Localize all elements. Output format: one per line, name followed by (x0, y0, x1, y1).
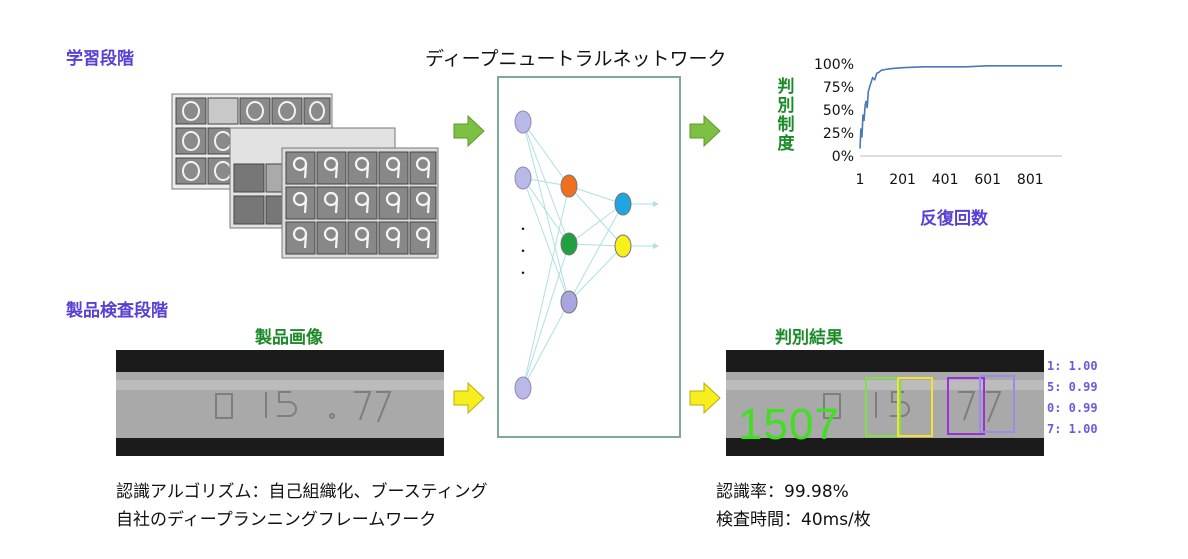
arrow-network-to-chart (688, 114, 722, 148)
algorithm-line: 認識アルゴリズム：自己組織化、ブースティング (116, 482, 488, 502)
product-image-label: 製品画像 (255, 328, 323, 348)
y-tick-label: 25% (823, 126, 854, 142)
performance-summary: 認識率：99.98% 検査時間：40ms/枚 (716, 478, 871, 534)
recognition-rate: 認識率：99.98% (716, 482, 849, 502)
detection-box-0 (947, 377, 985, 435)
learning-phase-label: 学習段階 (66, 49, 134, 69)
score-digit-7: 7: 1.00 (1047, 422, 1098, 436)
x-tick-label: 201 (889, 172, 916, 188)
neural-network-box: ・ ・ ・ (497, 76, 681, 438)
output-node-0 (614, 192, 632, 216)
input-node-0 (514, 110, 532, 134)
detection-box-7 (979, 375, 1015, 433)
inspection-phase-label: 製品検査段階 (66, 301, 168, 321)
network-title: ディープニュートラルネットワーク (425, 48, 727, 70)
input-node-1 (514, 166, 532, 190)
x-tick-label: 1 (856, 172, 865, 188)
accuracy-chart-svg: 100% 75% 50% 25% 0%1 201 401 601 801 (814, 57, 1062, 188)
detected-text: 1507 (738, 400, 840, 449)
network-edges (522, 121, 659, 389)
chart-x-label: 反復回数 (920, 209, 988, 229)
hidden-node-0 (560, 174, 578, 198)
score-list: 1: 1.00 5: 0.99 0: 0.99 7: 1.00 (1047, 356, 1107, 440)
y-tick-label: 75% (823, 80, 854, 96)
sheet-nine-digits (281, 147, 439, 259)
chart-y-label: 判別制度 (777, 77, 795, 154)
y-tick-label: 100% (814, 57, 854, 73)
hidden-node-2 (560, 290, 578, 314)
score-digit-0: 0: 0.99 (1047, 401, 1098, 415)
arrow-training-to-network (452, 114, 486, 148)
training-images (170, 92, 440, 260)
detection-box-5 (897, 377, 933, 437)
accuracy-chart: 100% 75% 50% 25% 0%1 201 401 601 801 判別制度 反復回数 (770, 50, 1080, 230)
x-tick-label: 601 (974, 172, 1001, 188)
accuracy-line (859, 65, 1062, 149)
result-image: 1507 (726, 350, 1044, 456)
score-digit-1: 1: 1.00 (1047, 359, 1098, 373)
hidden-node-1 (560, 232, 578, 256)
neural-network-graphic (514, 110, 659, 400)
training-images-graphic (171, 93, 439, 259)
output-node-1 (614, 234, 632, 258)
x-tick-label: 801 (1017, 172, 1044, 188)
arrow-network-to-result (688, 381, 722, 415)
inspection-time: 検査時間：40ms/枚 (716, 510, 871, 530)
input-node-2 (514, 376, 532, 400)
detection-box-1 (865, 377, 901, 437)
y-tick-label: 0% (832, 149, 854, 165)
algorithm-description: 認識アルゴリズム：自己組織化、ブースティング 自社のディープランニングフレームワ… (116, 478, 488, 534)
x-tick-label: 401 (932, 172, 959, 188)
hidden-nodes-ellipsis: ・ ・ ・ (517, 222, 530, 280)
score-digit-5: 5: 0.99 (1047, 380, 1098, 394)
framework-line: 自社のディープランニングフレームワーク (116, 510, 437, 530)
y-tick-label: 50% (823, 103, 854, 119)
arrow-product-to-network (452, 381, 486, 415)
result-label: 判別結果 (775, 328, 843, 348)
product-image (116, 350, 444, 456)
